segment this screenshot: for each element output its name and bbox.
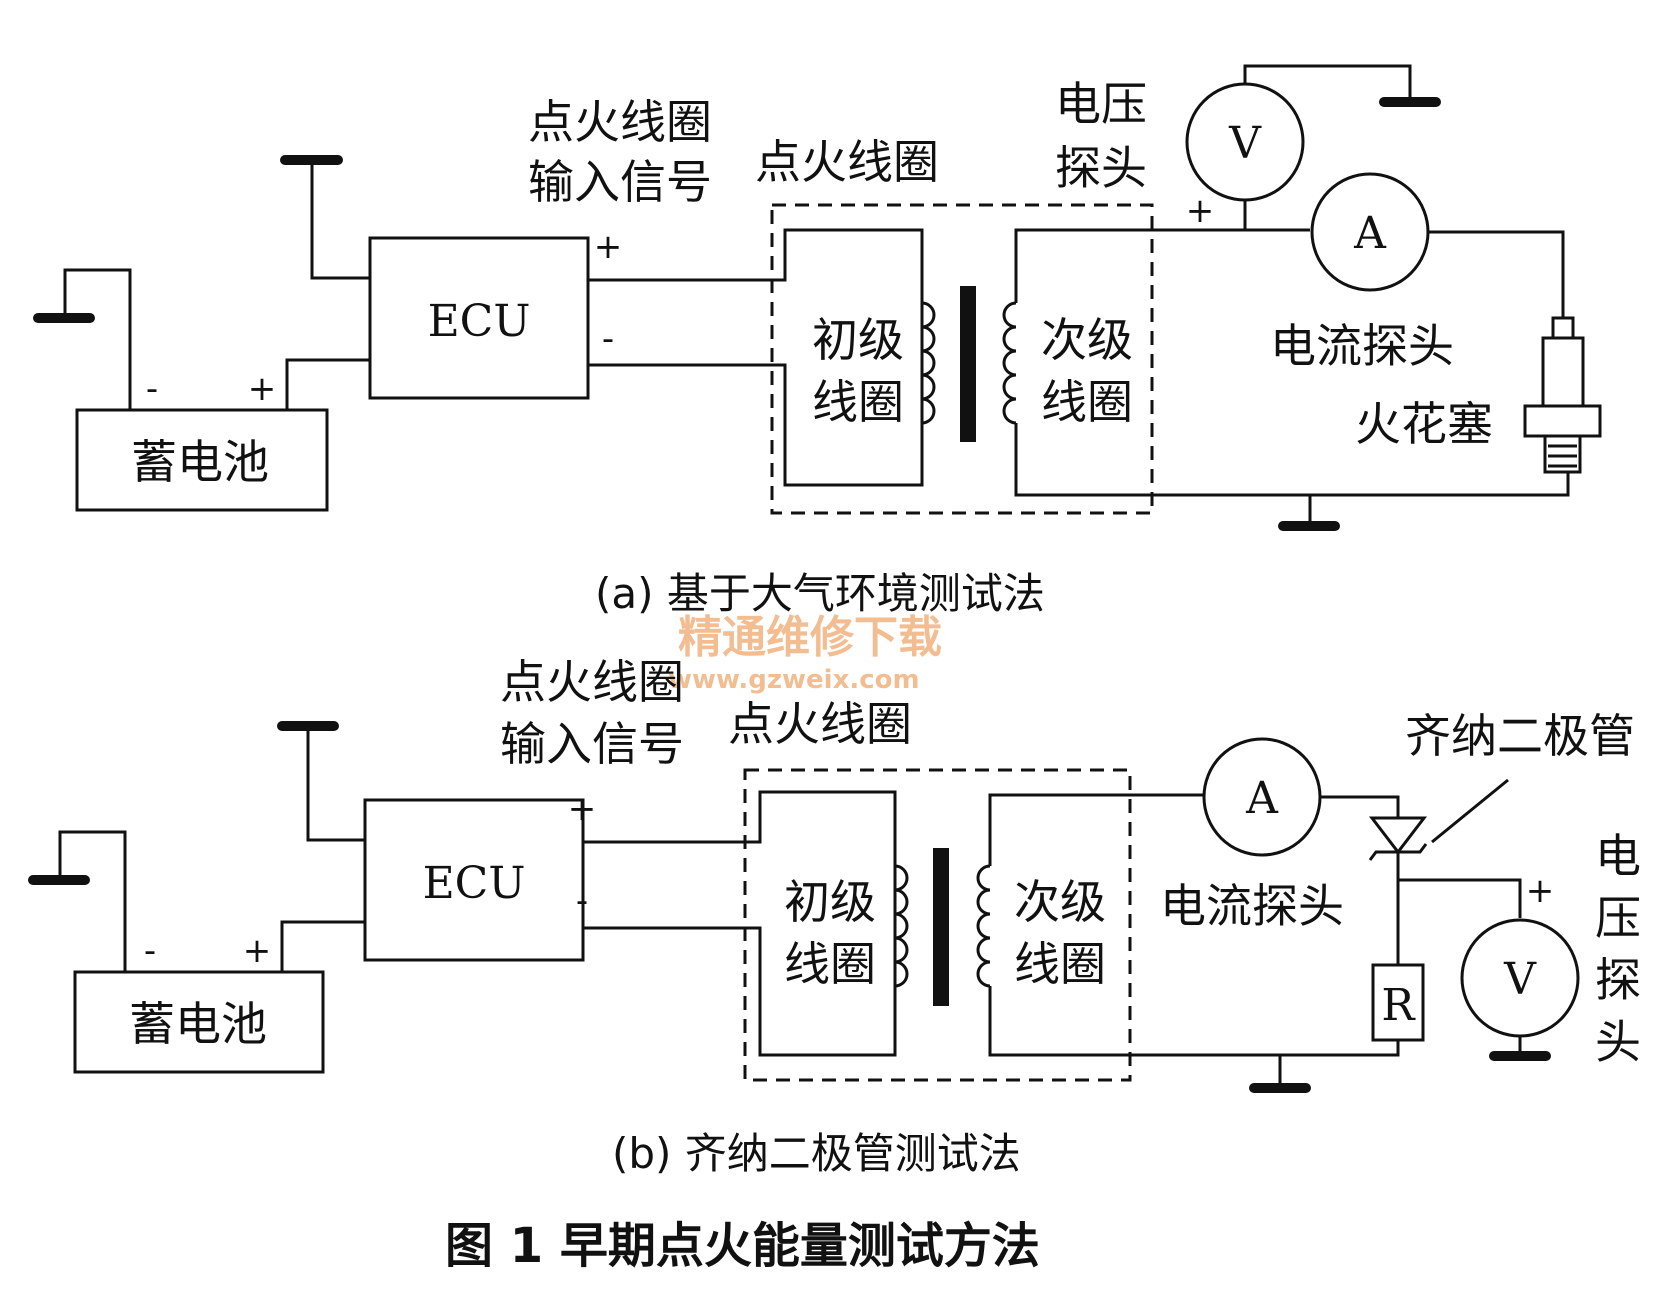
caption-a: (a) 基于大气环境测试法	[595, 569, 1045, 618]
iron-core-b	[933, 848, 949, 1006]
battery-b-minus: -	[144, 931, 156, 971]
primary-circuit-a	[588, 228, 924, 487]
voltmeter-a-plus: +	[1186, 191, 1215, 231]
ammeter-a-label: A	[1353, 208, 1387, 259]
primary-circuit-b	[583, 790, 897, 1057]
zener-to-voltmeter-wire	[1398, 878, 1522, 918]
voltage-probe-a-2: 探头	[1055, 141, 1147, 195]
voltage-probe-b-2: 压	[1595, 891, 1641, 945]
battery-b-plus: +	[243, 931, 272, 971]
battery-a-pos-wire	[285, 358, 370, 410]
ammeter-b-label: A	[1245, 773, 1279, 824]
battery-b-label: 蓄电池	[129, 997, 267, 1051]
iron-core-a	[960, 286, 976, 442]
voltage-probe-b-3: 探	[1595, 953, 1641, 1007]
resistor-b-label: R	[1381, 980, 1416, 1031]
spark-plug-label-a: 火花塞	[1355, 397, 1493, 451]
zener-pointer-line	[1431, 778, 1509, 844]
secondary-label-a-1: 次级	[1041, 313, 1133, 367]
secondary-winding-a	[1002, 301, 1017, 425]
voltmeter-a-label: V	[1228, 118, 1262, 169]
primary-winding-a	[921, 301, 936, 425]
signal-label-b-2: 输入信号	[500, 717, 684, 771]
primary-winding-b	[894, 864, 909, 988]
secondary-top-wire-a	[1014, 228, 1310, 303]
ecu-b-label: ECU	[423, 858, 526, 909]
resistor-b	[1371, 963, 1425, 1042]
diagram-b: 蓄电池 - + ECU + - 点火线圈 输入信号 点火线圈 初级 线圈 次级 …	[28, 655, 1641, 1178]
primary-label-b-1: 初级	[784, 875, 876, 929]
secondary-bottom-wire-b	[988, 986, 1400, 1057]
watermark-line2: www.gzweix.com	[668, 665, 920, 695]
voltage-probe-b-1: 电	[1595, 829, 1641, 883]
battery-b-pos-wire	[280, 920, 365, 972]
ignition-coil-housing-b	[743, 768, 1132, 1082]
battery-a-plus: +	[248, 369, 277, 409]
voltmeter-a-ground-wire	[1243, 64, 1412, 102]
ecu-a-plus: +	[594, 227, 623, 267]
battery-a	[75, 408, 329, 512]
zener-label: 齐纳二极管	[1405, 709, 1635, 763]
ecu-a-ground-wire	[310, 160, 370, 280]
battery-a-neg-wire	[63, 268, 132, 410]
diagram-a: 蓄电池 - + ECU + - 点火线圈 输入信号 点火线圈 初级 线圈 次级 …	[33, 64, 1602, 618]
ecu-a	[368, 236, 590, 400]
ecu-a-label: ECU	[428, 296, 531, 347]
ammeter-b-to-zener	[1320, 795, 1400, 818]
ecu-b-ground-wire	[306, 726, 365, 842]
voltage-probe-a-1: 电压	[1055, 77, 1147, 131]
secondary-label-a-2: 线圈	[1041, 375, 1133, 429]
primary-label-b-2: 线圈	[784, 937, 876, 991]
coil-label-b: 点火线圈	[728, 697, 912, 751]
watermark-line1: 精通维修下载	[678, 612, 942, 663]
ecu-b-plus: +	[568, 789, 597, 829]
signal-label-a-1: 点火线圈	[528, 95, 712, 149]
primary-label-a-1: 初级	[812, 313, 904, 367]
battery-b	[73, 970, 325, 1074]
secondary-label-b-1: 次级	[1014, 875, 1106, 929]
signal-label-b-1: 点火线圈	[500, 655, 684, 709]
ecu-b-minus: -	[576, 881, 588, 921]
ignition-coil-housing-a	[770, 203, 1154, 515]
figure-title: 图 1 早期点火能量测试方法	[445, 1218, 1040, 1274]
secondary-bottom-wire-a	[1014, 423, 1570, 497]
secondary-winding-b	[976, 864, 991, 988]
current-probe-a: 电流探头	[1270, 319, 1454, 373]
secondary-top-wire-b	[988, 793, 1203, 866]
primary-label-a-2: 线圈	[812, 375, 904, 429]
signal-label-a-2: 输入信号	[528, 155, 712, 209]
voltmeter-b-label: V	[1503, 954, 1537, 1005]
spark-plug-icon	[1523, 316, 1602, 474]
current-probe-b: 电流探头	[1160, 879, 1344, 933]
secondary-label-b-2: 线圈	[1014, 937, 1106, 991]
ecu-b	[363, 798, 585, 962]
caption-b: (b) 齐纳二极管测试法	[612, 1129, 1021, 1178]
ecu-a-minus: -	[602, 319, 614, 359]
voltmeter-b-plus: +	[1526, 871, 1555, 911]
ammeter-a-to-plug	[1428, 230, 1565, 318]
voltage-probe-b-4: 头	[1595, 1015, 1641, 1069]
battery-a-label: 蓄电池	[131, 435, 269, 489]
battery-a-minus: -	[146, 369, 158, 409]
battery-b-neg-wire	[58, 830, 127, 972]
coil-label-a: 点火线圈	[755, 135, 939, 189]
